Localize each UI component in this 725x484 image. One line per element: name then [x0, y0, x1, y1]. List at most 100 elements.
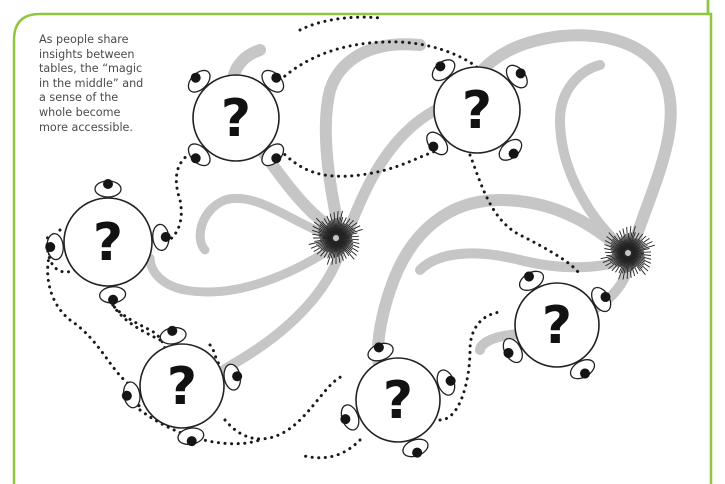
starburst-ray	[630, 253, 652, 260]
table-top-right: ?	[426, 59, 528, 161]
starburst-ray	[629, 238, 636, 249]
starburst-ray	[337, 241, 345, 252]
starburst-ray	[630, 245, 648, 253]
starburst-ray	[336, 242, 341, 256]
swirl-right-vortex	[372, 29, 677, 376]
question-mark-icon: ?	[221, 89, 251, 149]
person-at-table-icon	[498, 138, 523, 161]
starburst-ray	[629, 232, 640, 251]
starburst-ray	[604, 251, 625, 254]
starburst-ray	[628, 232, 633, 249]
starburst-ray	[329, 213, 336, 236]
person-at-table-icon	[340, 404, 360, 431]
starburst-ray	[629, 254, 649, 272]
starburst-ray	[630, 235, 647, 251]
question-mark-icon: ?	[383, 371, 413, 431]
starburst-ray	[328, 242, 335, 253]
starburst-ray	[340, 238, 353, 242]
starburst-ray	[630, 233, 644, 250]
starburst-ray	[631, 251, 652, 254]
starburst-ray	[318, 227, 332, 236]
starburst-ray	[338, 241, 355, 260]
starburst-ray	[340, 232, 358, 238]
starburst-ray	[319, 236, 332, 239]
starburst-ray	[336, 210, 343, 236]
starburst-ray	[335, 241, 338, 257]
starburst-ray	[326, 215, 335, 235]
person-at-table-icon	[121, 381, 141, 409]
caption-line: in the middle” and	[39, 76, 144, 90]
starburst-ray	[327, 222, 336, 236]
person-at-table-icon	[402, 438, 429, 458]
person-at-table-icon	[436, 369, 456, 396]
starburst-ray	[315, 238, 334, 245]
caption-line: As people share	[39, 33, 129, 46]
starburst-ray	[632, 241, 653, 252]
person-at-table-icon	[569, 359, 596, 380]
starburst-icon-right	[600, 225, 656, 280]
starburst-ray	[336, 217, 347, 236]
starburst-ray	[631, 242, 646, 252]
starburst-ray	[339, 235, 359, 239]
starburst-ray	[326, 224, 334, 236]
starburst-ray	[629, 255, 641, 272]
starburst-ray	[611, 241, 625, 251]
starburst-ray	[336, 241, 344, 261]
starburst-ray	[606, 236, 626, 252]
starburst-ray	[335, 211, 339, 235]
starburst-ray	[608, 232, 625, 250]
person-at-table-icon	[367, 342, 394, 362]
starburst-ray	[631, 254, 651, 268]
starburst-ray	[615, 255, 627, 273]
starburst-ray	[622, 256, 628, 280]
person-at-table-icon	[261, 143, 285, 167]
table-middle-right: ?	[502, 270, 612, 380]
starburst-ray	[338, 222, 358, 237]
starburst-ray	[631, 253, 646, 260]
starburst-ray	[602, 254, 624, 264]
starburst-ray	[606, 253, 624, 257]
person-at-table-icon	[502, 337, 523, 364]
starburst-ray	[338, 219, 355, 236]
starburst-ray	[628, 256, 636, 277]
starburst-ray	[336, 216, 344, 235]
starburst-ray	[317, 239, 333, 248]
starburst-ray	[339, 225, 351, 236]
starburst-ray	[308, 238, 333, 245]
starburst-ray	[336, 217, 340, 234]
caption-line: tables, the “magic	[39, 62, 143, 76]
starburst-ray	[628, 232, 636, 250]
person-at-table-icon	[505, 64, 528, 89]
person-at-table-icon	[187, 69, 211, 93]
starburst-ray	[338, 239, 357, 256]
starburst-ray	[612, 238, 626, 251]
caption-line: more accessible.	[39, 120, 133, 134]
person-at-table-icon	[159, 325, 187, 345]
starburst-icon-left	[308, 210, 363, 265]
question-mark-icon: ?	[167, 357, 197, 417]
starburst-ray	[627, 226, 632, 250]
starburst-ray	[626, 226, 629, 249]
starburst-ray	[313, 239, 334, 252]
starburst-ray	[611, 250, 624, 253]
starburst-ray	[628, 225, 636, 251]
starburst-ray	[333, 212, 337, 234]
caption-line: whole become	[39, 105, 121, 119]
starburst-ray	[604, 244, 624, 252]
starburst-ray	[600, 253, 625, 260]
starburst-ray	[622, 235, 628, 249]
starburst-ray	[611, 256, 625, 272]
starburst-ray	[318, 230, 334, 238]
table-top-left: ?	[187, 69, 285, 167]
starburst-ray	[630, 238, 650, 252]
starburst-ray	[626, 257, 629, 280]
person-at-table-icon	[177, 427, 205, 447]
starburst-ray	[338, 218, 351, 235]
table-bottom-left: ?	[121, 325, 243, 447]
starburst-ray	[340, 225, 361, 237]
starburst-ray	[337, 224, 349, 236]
starburst-ray	[316, 240, 334, 255]
starburst-ray	[622, 228, 628, 251]
starburst-ray	[609, 254, 625, 262]
